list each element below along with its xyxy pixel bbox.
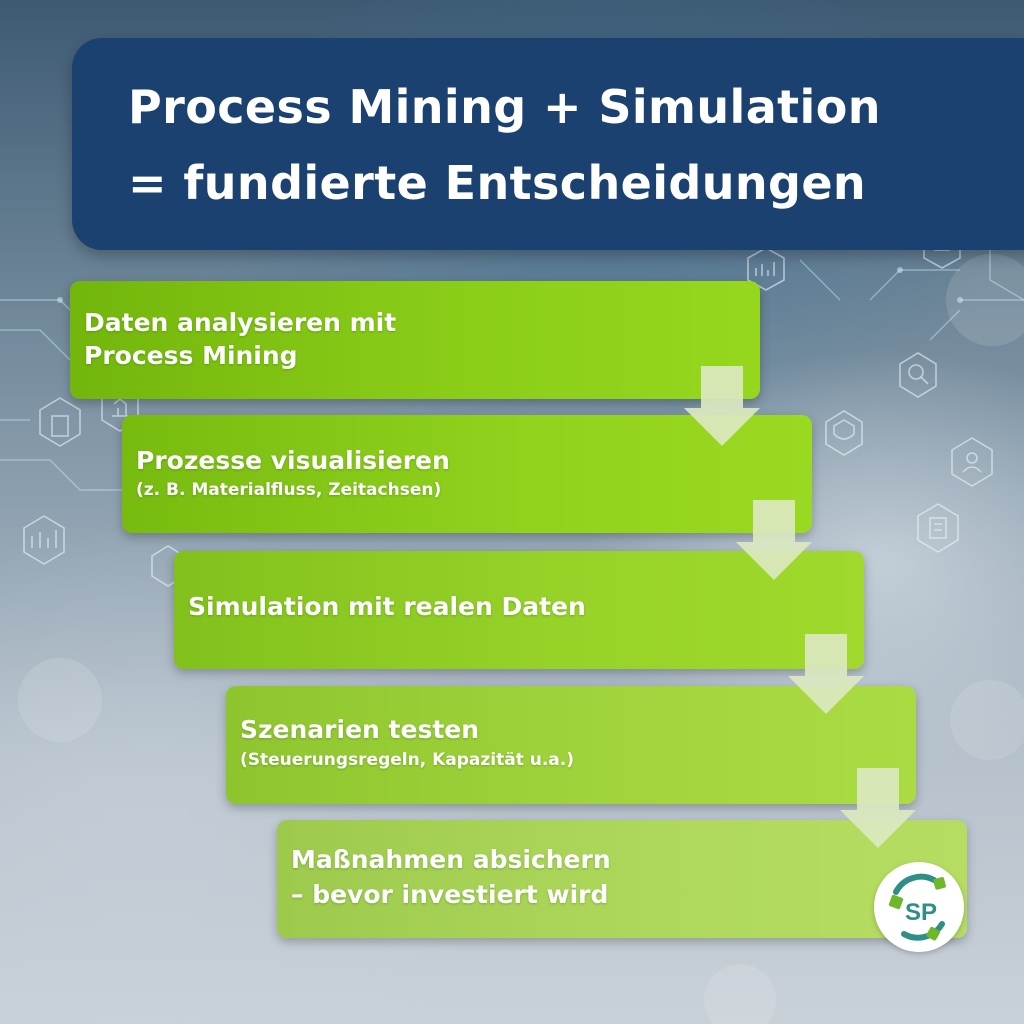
step-5-label: Maßnahmen absichern xyxy=(291,845,611,874)
hex-search-icon xyxy=(899,352,937,398)
step-3-box: Simulation mit realen Daten xyxy=(174,551,864,669)
step-5-sublabel: – bevor investiert wird xyxy=(291,880,609,909)
step-4-sublabel: (Steuerungsregeln, Kapazität u.a.) xyxy=(240,750,575,770)
step-2-box: Prozesse visualisieren (z. B. Materialfl… xyxy=(122,415,812,533)
sp-logo-mark: SP xyxy=(888,873,946,941)
step-2-sublabel: (z. B. Materialfluss, Zeitachsen) xyxy=(136,480,442,500)
title-line-2: = fundierte Entscheidungen xyxy=(128,156,867,210)
svg-text:SP: SP xyxy=(905,899,937,926)
title-line-1: Process Mining + Simulation xyxy=(128,80,881,134)
step-1-label: Daten analysieren mit xyxy=(84,308,397,337)
step-3-label: Simulation mit realen Daten xyxy=(188,592,586,621)
step-4-box: Szenarien testen (Steuerungsregeln, Kapa… xyxy=(226,686,916,804)
hex-form-icon xyxy=(917,503,959,553)
step-5-box: Maßnahmen absichern – bevor investiert w… xyxy=(277,820,967,938)
down-arrow-icon xyxy=(736,500,812,580)
step-2-label: Prozesse visualisieren xyxy=(136,446,450,475)
title-banner xyxy=(72,38,1024,250)
sp-logo: SP xyxy=(874,862,964,952)
hex-document-icon xyxy=(39,397,81,447)
step-4-label: Szenarien testen xyxy=(240,715,480,744)
hex-shield-icon xyxy=(825,410,863,456)
hex-user-icon xyxy=(951,437,993,487)
step-1-box: Daten analysieren mit Process Mining xyxy=(70,281,760,399)
down-arrow-icon xyxy=(684,366,760,446)
down-arrow-icon xyxy=(788,634,864,714)
down-arrow-icon xyxy=(840,768,916,848)
step-1-sublabel: Process Mining xyxy=(84,341,298,370)
hex-chart-icon xyxy=(23,515,65,565)
